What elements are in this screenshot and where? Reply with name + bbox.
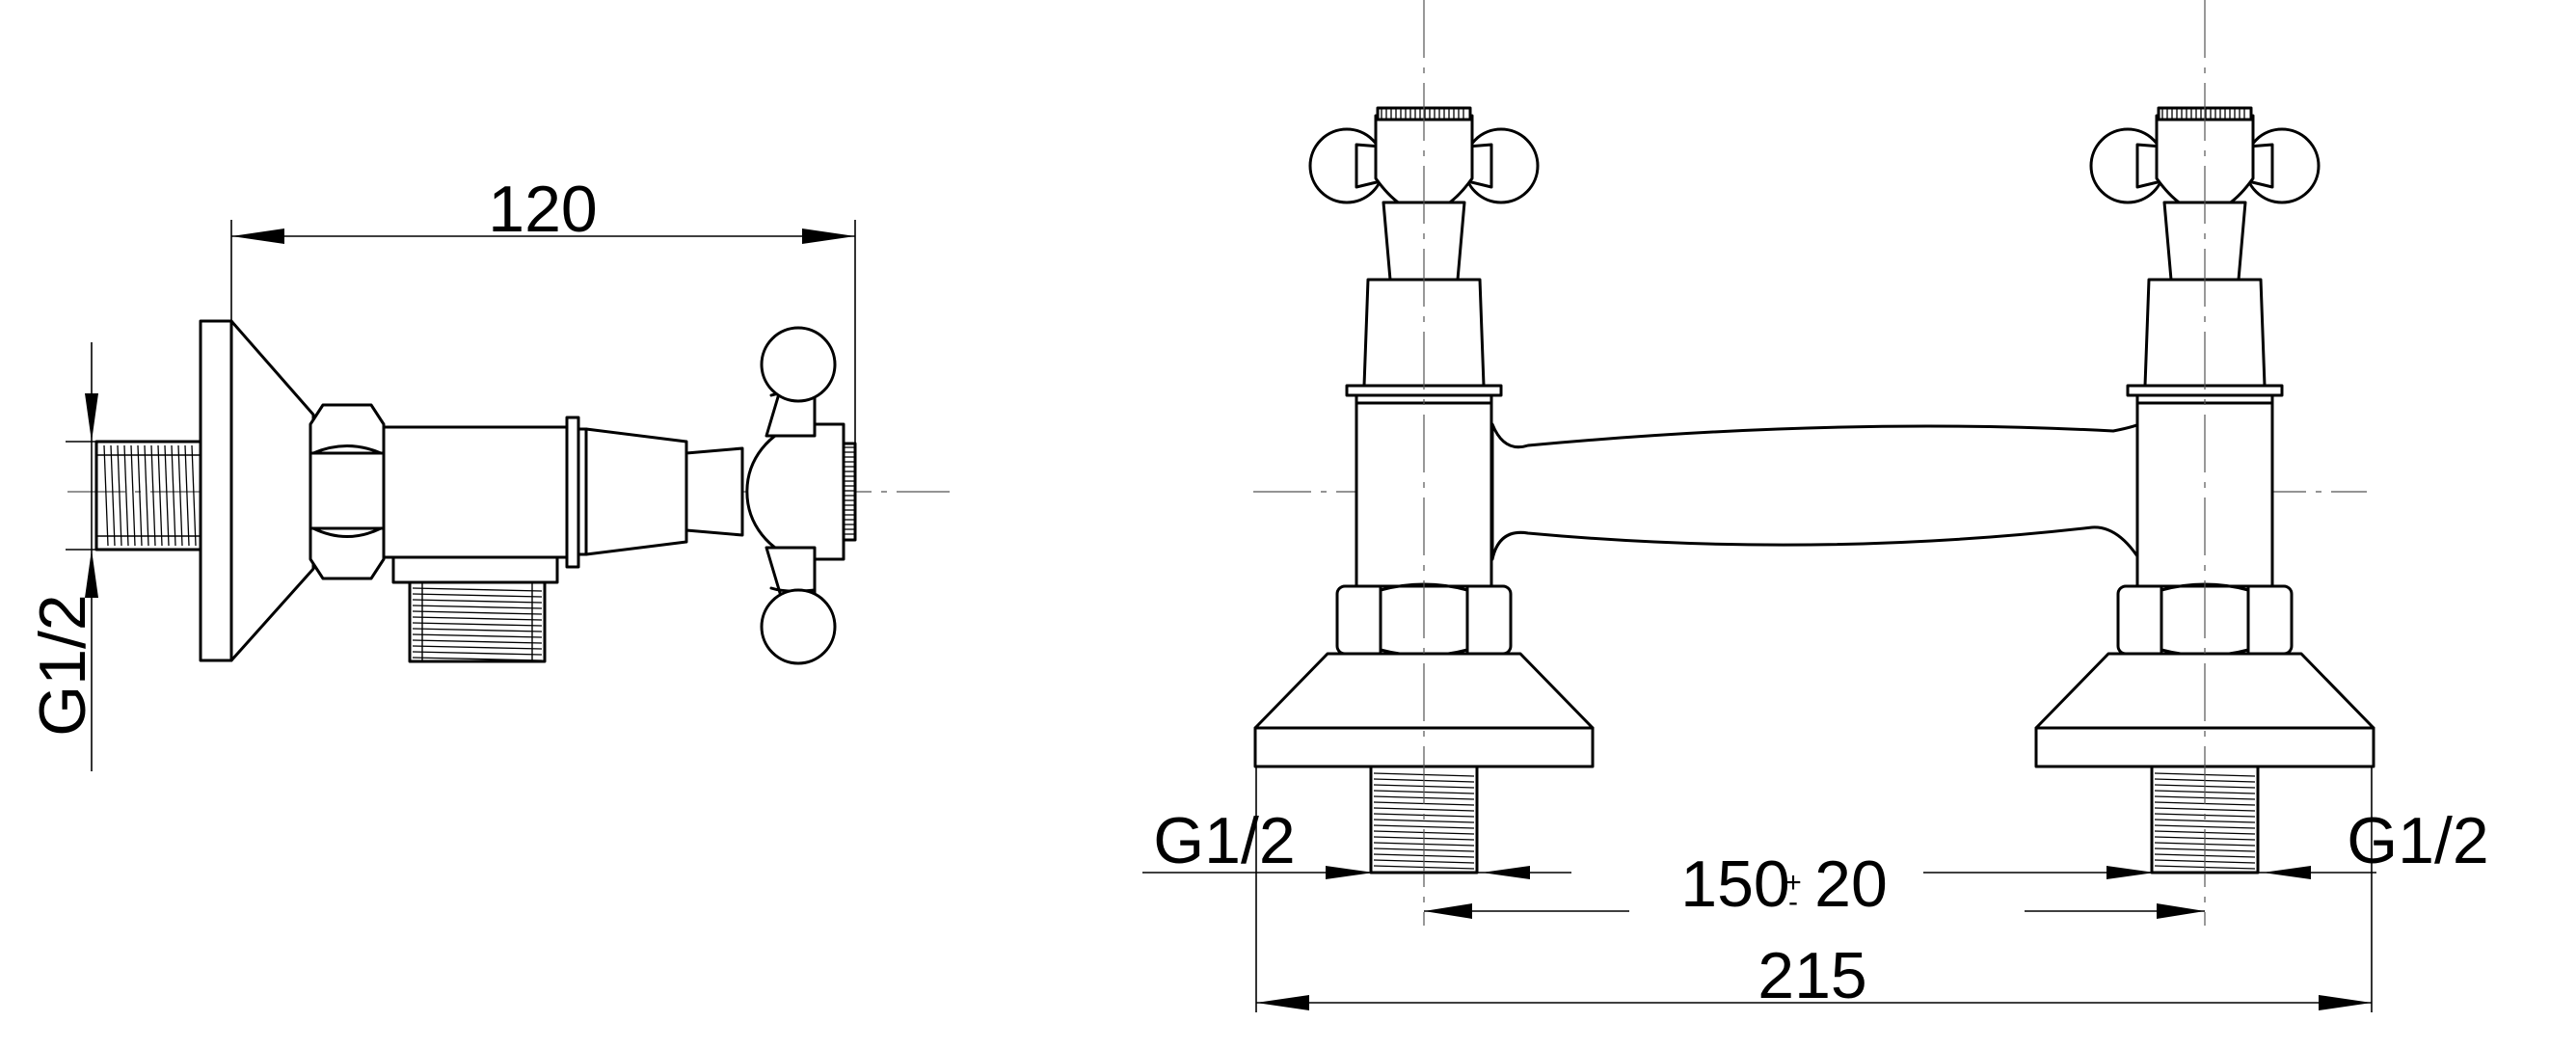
dim-150-tol-plus: + [1784,867,1802,899]
side-outlet-thread [391,555,559,663]
front-crossbar [1490,419,2147,571]
side-knob-bottom [760,588,837,665]
dim-215: 215 [1255,767,2373,1012]
front-right-thread-label: G1/2 [2347,804,2488,877]
front-left-thread-label: G1/2 [1153,804,1295,877]
dim-side-thread: G1/2 [26,342,99,771]
front-view: G1/2 G1/2 150 + - 20 215 [1142,0,2489,1012]
dim-120: 120 [230,173,856,444]
side-inlet-thread [94,440,202,551]
side-bonnet [584,427,688,556]
dim-front-left-thread: G1/2 [1142,804,1571,879]
dim-215-label: 215 [1758,939,1866,1012]
side-flange [199,319,315,662]
tap-left [1253,106,1595,874]
side-hex-nut [309,403,386,580]
side-body [382,425,569,559]
side-view: 120 G1/2 [26,173,950,771]
dim-150-label: 150 [1680,847,1789,921]
dim-150-tol-value: 20 [1814,847,1888,921]
dim-150: 150 + - 20 [1424,847,2205,921]
side-handle-hub [745,422,845,561]
side-knob-top [760,326,837,403]
dim-150-tol-minus: - [1788,886,1798,918]
dim-120-label: 120 [488,173,597,246]
dim-side-thread-label: G1/2 [26,594,99,736]
dim-front-right-thread: G1/2 [1923,804,2489,879]
